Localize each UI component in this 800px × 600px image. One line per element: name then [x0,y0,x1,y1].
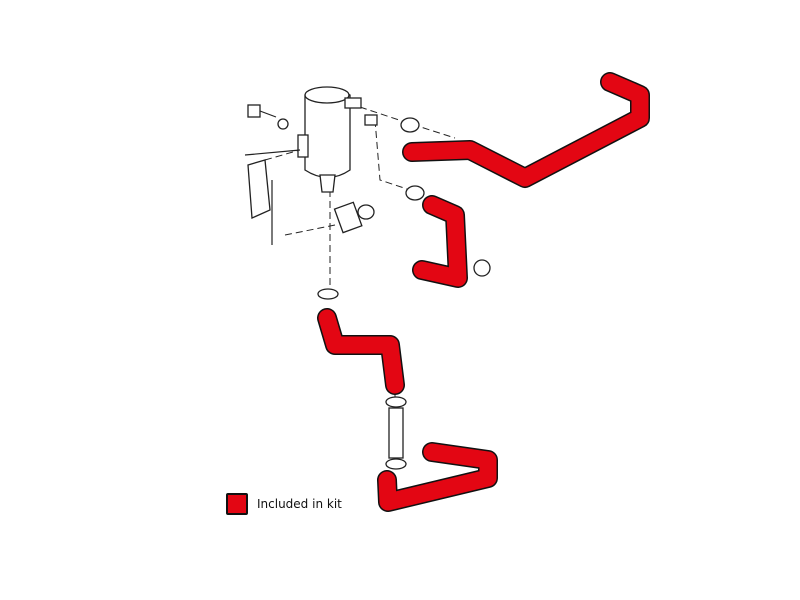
oil-separator-canister [297,86,378,193]
legend-label: Included in kit [257,497,342,511]
legend-swatch [226,493,248,515]
short-connector-hose [333,201,363,234]
kit-hose-lower [377,442,498,512]
kit-hose-upper-long [402,72,650,188]
kit-hose-upper-short [412,195,468,288]
kit-hose-middle [317,308,405,395]
legend: Included in kit [226,493,342,515]
hose-clamps [317,117,491,470]
inline-fitting [388,407,404,459]
bracket [244,149,301,245]
bolt [247,104,289,130]
